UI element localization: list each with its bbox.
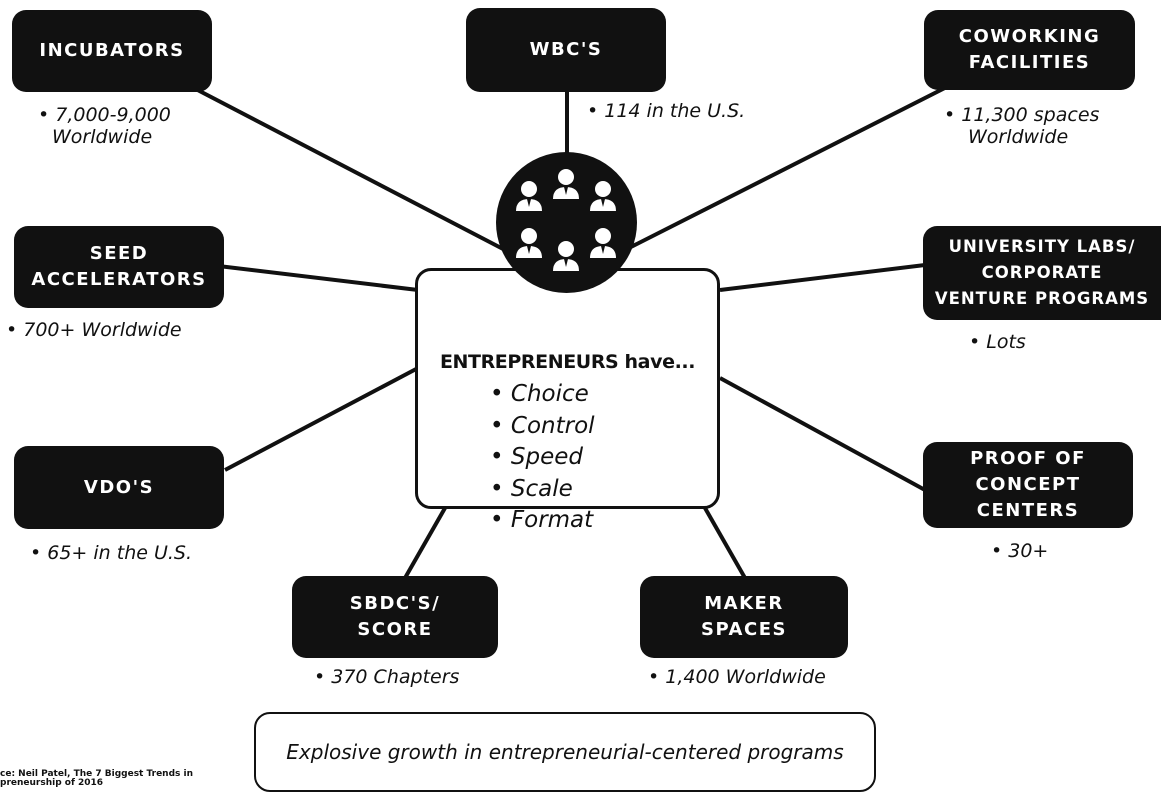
center-title: ENTREPRENEURS have... [439, 351, 696, 373]
node-label-line: SBDC'S/ [349, 593, 441, 614]
node-proof-of-concept: PROOF OF CONCEPT CENTERS [923, 442, 1133, 528]
node-stat-university-labs: • Lots [969, 331, 1026, 353]
stat-line: Worldwide [968, 126, 1069, 148]
stat-line: • 65+ in the U.S. [30, 542, 193, 564]
node-label-line: SCORE [357, 619, 433, 640]
node-stat-proof-of-concept: • 30+ [991, 540, 1048, 562]
node-label-line: ACCELERATORS [31, 269, 207, 290]
people-group-icon [496, 152, 637, 293]
node-label-line: MAKER [704, 593, 784, 614]
node-label-line: VENTURE PROGRAMS [934, 289, 1150, 308]
node-label-line: VDO'S [83, 476, 155, 498]
connector-university-labs [719, 263, 926, 292]
node-label-line: CONCEPT [975, 474, 1081, 495]
stat-line: Worldwide [52, 126, 153, 148]
node-stat-seed-accelerators: • 700+ Worldwide [6, 319, 182, 341]
connector-vdos [224, 366, 419, 472]
center-list-item: Speed [490, 442, 595, 474]
node-label-line: INCUBATORS [39, 40, 185, 61]
stat-line: • 370 Chapters [314, 666, 460, 688]
node-label-line: SEED [89, 243, 149, 264]
stat-line: • 700+ Worldwide [6, 319, 182, 341]
stat-line: • Lots [969, 331, 1026, 353]
node-wbcs: WBC'S [466, 8, 666, 92]
node-stat-vdos: • 65+ in the U.S. [30, 542, 192, 564]
node-label-line: UNIVERSITY LABS/ [948, 237, 1136, 256]
node-maker-spaces: MAKER SPACES [640, 576, 848, 658]
summary-banner: Explosive growth in entrepreneurial-cent… [254, 712, 876, 792]
stat-line: • 30+ [991, 540, 1049, 562]
connector-sbdcs [403, 507, 447, 579]
node-label-line: WBC'S [529, 39, 603, 60]
connector-coworking [624, 58, 1001, 252]
node-label-line: CORPORATE [981, 263, 1103, 282]
node-label-line: COWORKING [958, 26, 1101, 47]
center-list: Choice Control Speed Scale Format [490, 379, 595, 537]
stat-line: • 1,400 Worldwide [648, 666, 826, 688]
stat-line: • 7,000-9,000 [38, 104, 171, 126]
node-incubators: INCUBATORS [12, 10, 212, 92]
node-stat-wbcs: • 114 in the U.S. [587, 100, 745, 122]
stat-line: • 11,300 spaces [944, 104, 1100, 126]
node-vdos: VDO'S [14, 446, 224, 529]
node-stat-sbdcs-score: • 370 Chapters [314, 666, 459, 688]
node-label-line: CENTERS [976, 500, 1080, 521]
center-list-item: Choice [490, 379, 595, 411]
center-list-item: Control [490, 411, 595, 443]
node-seed-accelerators: SEED ACCELERATORS [14, 226, 224, 308]
center-box: ENTREPRENEURS have... Choice Control Spe… [415, 268, 720, 533]
connector-maker [703, 507, 747, 579]
node-coworking: COWORKING FACILITIES [924, 10, 1135, 90]
node-stat-maker-spaces: • 1,400 Worldwide [648, 666, 826, 688]
node-sbdcs-score: SBDC'S/ SCORE [292, 576, 498, 658]
connector-proof-of-concept [719, 376, 926, 492]
node-label-line: PROOF OF [970, 448, 1086, 469]
stat-line: • 114 in the U.S. [587, 100, 746, 122]
source-line: ce: Neil Patel, The 7 Biggest Trends in [0, 769, 194, 779]
center-list-item: Format [490, 505, 595, 537]
node-label-line: FACILITIES [968, 52, 1091, 73]
connector-seed-accelerators [209, 263, 419, 292]
node-label-line: SPACES [701, 619, 787, 640]
source-line: preneurship of 2016 [0, 778, 104, 788]
source-citation: ce: Neil Patel, The 7 Biggest Trends in … [0, 770, 193, 788]
center-list-item: Scale [490, 474, 595, 506]
node-stat-incubators: • 7,000-9,000 Worldwide [38, 104, 171, 148]
node-stat-coworking: • 11,300 spaces Worldwide [944, 104, 1099, 148]
node-university-labs: UNIVERSITY LABS/ CORPORATE VENTURE PROGR… [923, 226, 1161, 320]
